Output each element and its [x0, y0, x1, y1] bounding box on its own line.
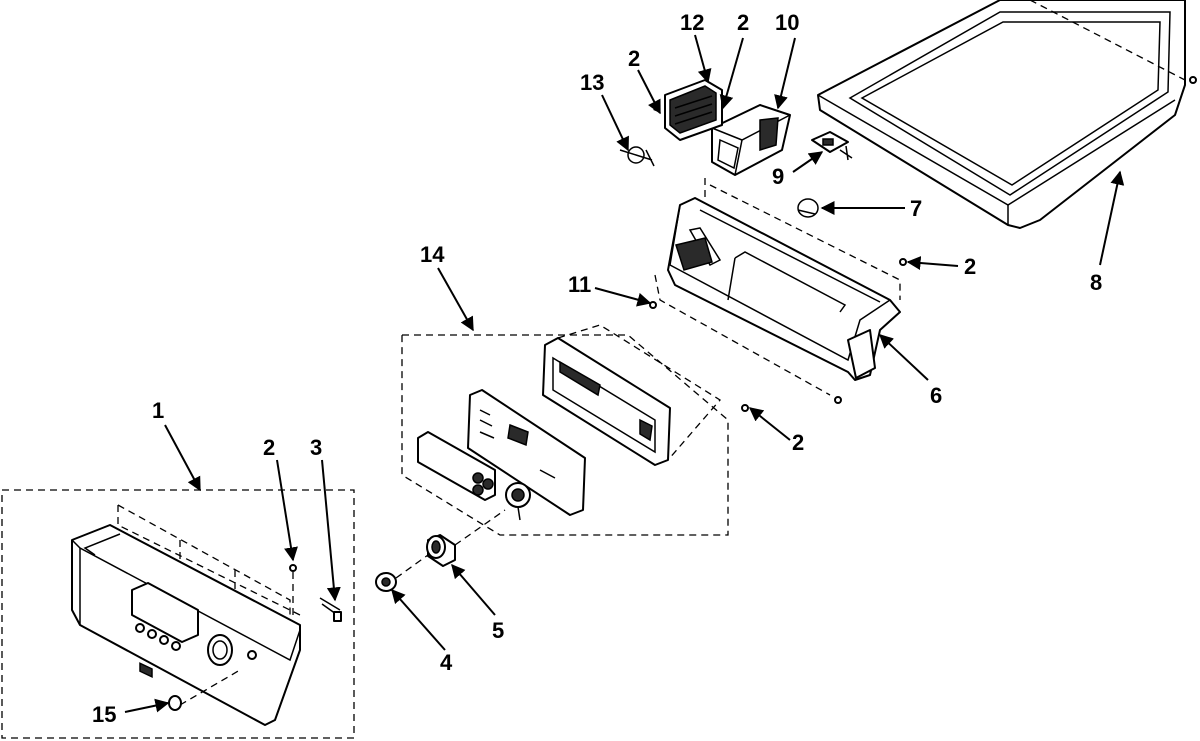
part-power-box — [704, 104, 791, 200]
part-knob — [426, 509, 506, 567]
callout-11: 11 — [568, 272, 591, 297]
part-noise-filter — [649, 79, 723, 141]
frame-screw-bottom — [834, 396, 842, 404]
callout-6: 6 — [930, 383, 942, 408]
callout-2-panel: 2 — [263, 435, 275, 460]
callout-1: 1 — [152, 398, 164, 423]
frame-screw-right — [899, 258, 907, 266]
callout-14: 14 — [420, 242, 445, 267]
part-panel-frame — [654, 184, 907, 404]
callout-15: 15 — [92, 702, 116, 727]
callout-7: 7 — [910, 196, 922, 221]
callout-12: 12 — [680, 10, 704, 35]
callout-2-filter: 2 — [628, 46, 640, 71]
pcb-assembly-group-box — [401, 334, 729, 536]
pcb-screw — [741, 404, 749, 412]
part-wire-clamp — [797, 198, 819, 218]
part-wire-clip-13 — [619, 146, 655, 167]
callout-2-box: 2 — [737, 10, 749, 35]
callout-8: 8 — [1090, 270, 1102, 295]
cover-screw — [1189, 76, 1197, 84]
part-pcb-assembly — [417, 324, 749, 521]
callout-2-frame: 2 — [964, 254, 976, 279]
callout-10: 10 — [775, 10, 799, 35]
part-control-panel — [71, 504, 301, 726]
callout-13: 13 — [580, 70, 604, 95]
part-bracket — [811, 131, 853, 161]
callout-9: 9 — [772, 164, 784, 189]
part-top-cover — [817, 0, 1197, 229]
panel-screw — [289, 564, 297, 572]
callout-4: 4 — [440, 650, 453, 675]
callout-2-pcb: 2 — [792, 430, 804, 455]
part-knob-cap — [375, 554, 429, 592]
callout-5: 5 — [492, 618, 504, 643]
leader-lines — [124, 34, 1125, 713]
callout-3: 3 — [310, 435, 322, 460]
part-button — [168, 695, 182, 711]
part-panel-clip — [319, 597, 342, 622]
